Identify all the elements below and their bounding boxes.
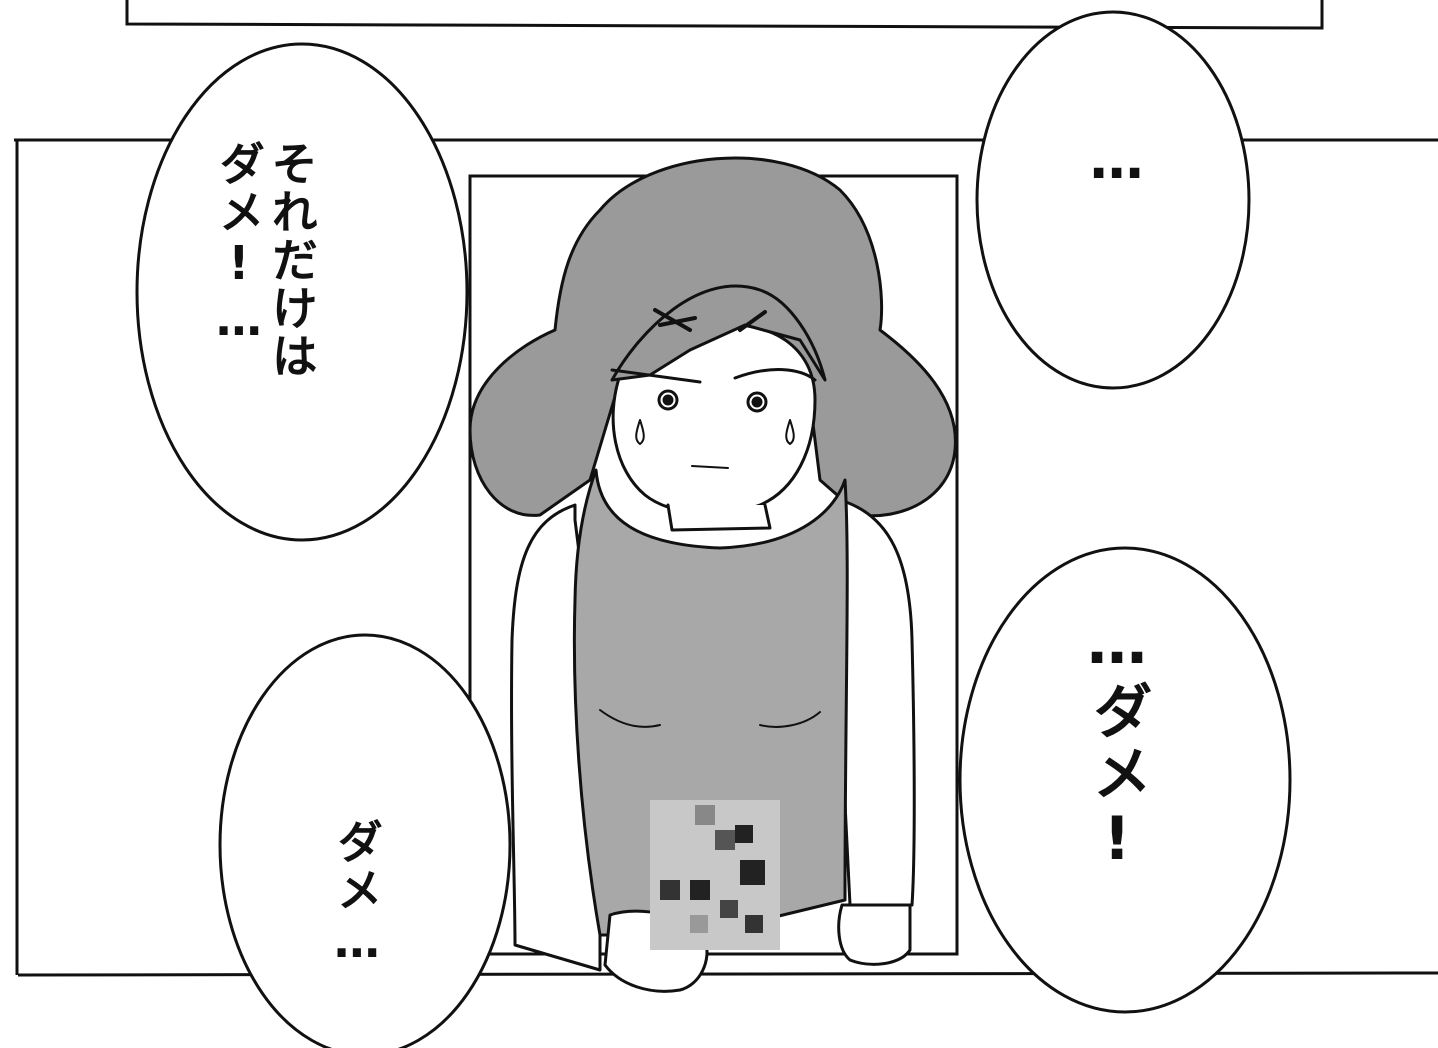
speech-bubble-3 [958,546,1292,1014]
hair-clip-2 [738,310,767,332]
bangs [610,284,827,382]
speech-bubble-3-text: …ダメ! [1082,608,1152,876]
speech-bubbles [135,10,1292,1048]
speech-bubble-2 [975,10,1251,390]
sweat-drop-right [785,419,795,445]
right-arm [833,498,916,907]
speech-bubble-4-text: ダメ… [329,818,384,970]
right-pupil [751,396,763,408]
speech-bubble-2-text: … [1085,128,1149,197]
woman-illustration [468,156,957,993]
speech-bubble-4 [218,633,512,1048]
dress-fold-left [599,709,661,728]
mouth [691,465,729,469]
speech-bubble-1-text: それだけは ダメ!… [211,140,319,380]
dress-fold-right [759,711,821,728]
neck [666,503,772,532]
right-eyebrow [733,368,817,382]
speech-bubble-1 [135,42,469,542]
top-panel-border [125,0,1324,30]
sweat-drop-left [635,419,645,445]
right-hand [837,903,912,966]
left-pupil [662,394,674,406]
hair-clip [653,308,697,332]
mosaic-censored-object [650,800,780,950]
left-eyebrow [610,368,702,384]
